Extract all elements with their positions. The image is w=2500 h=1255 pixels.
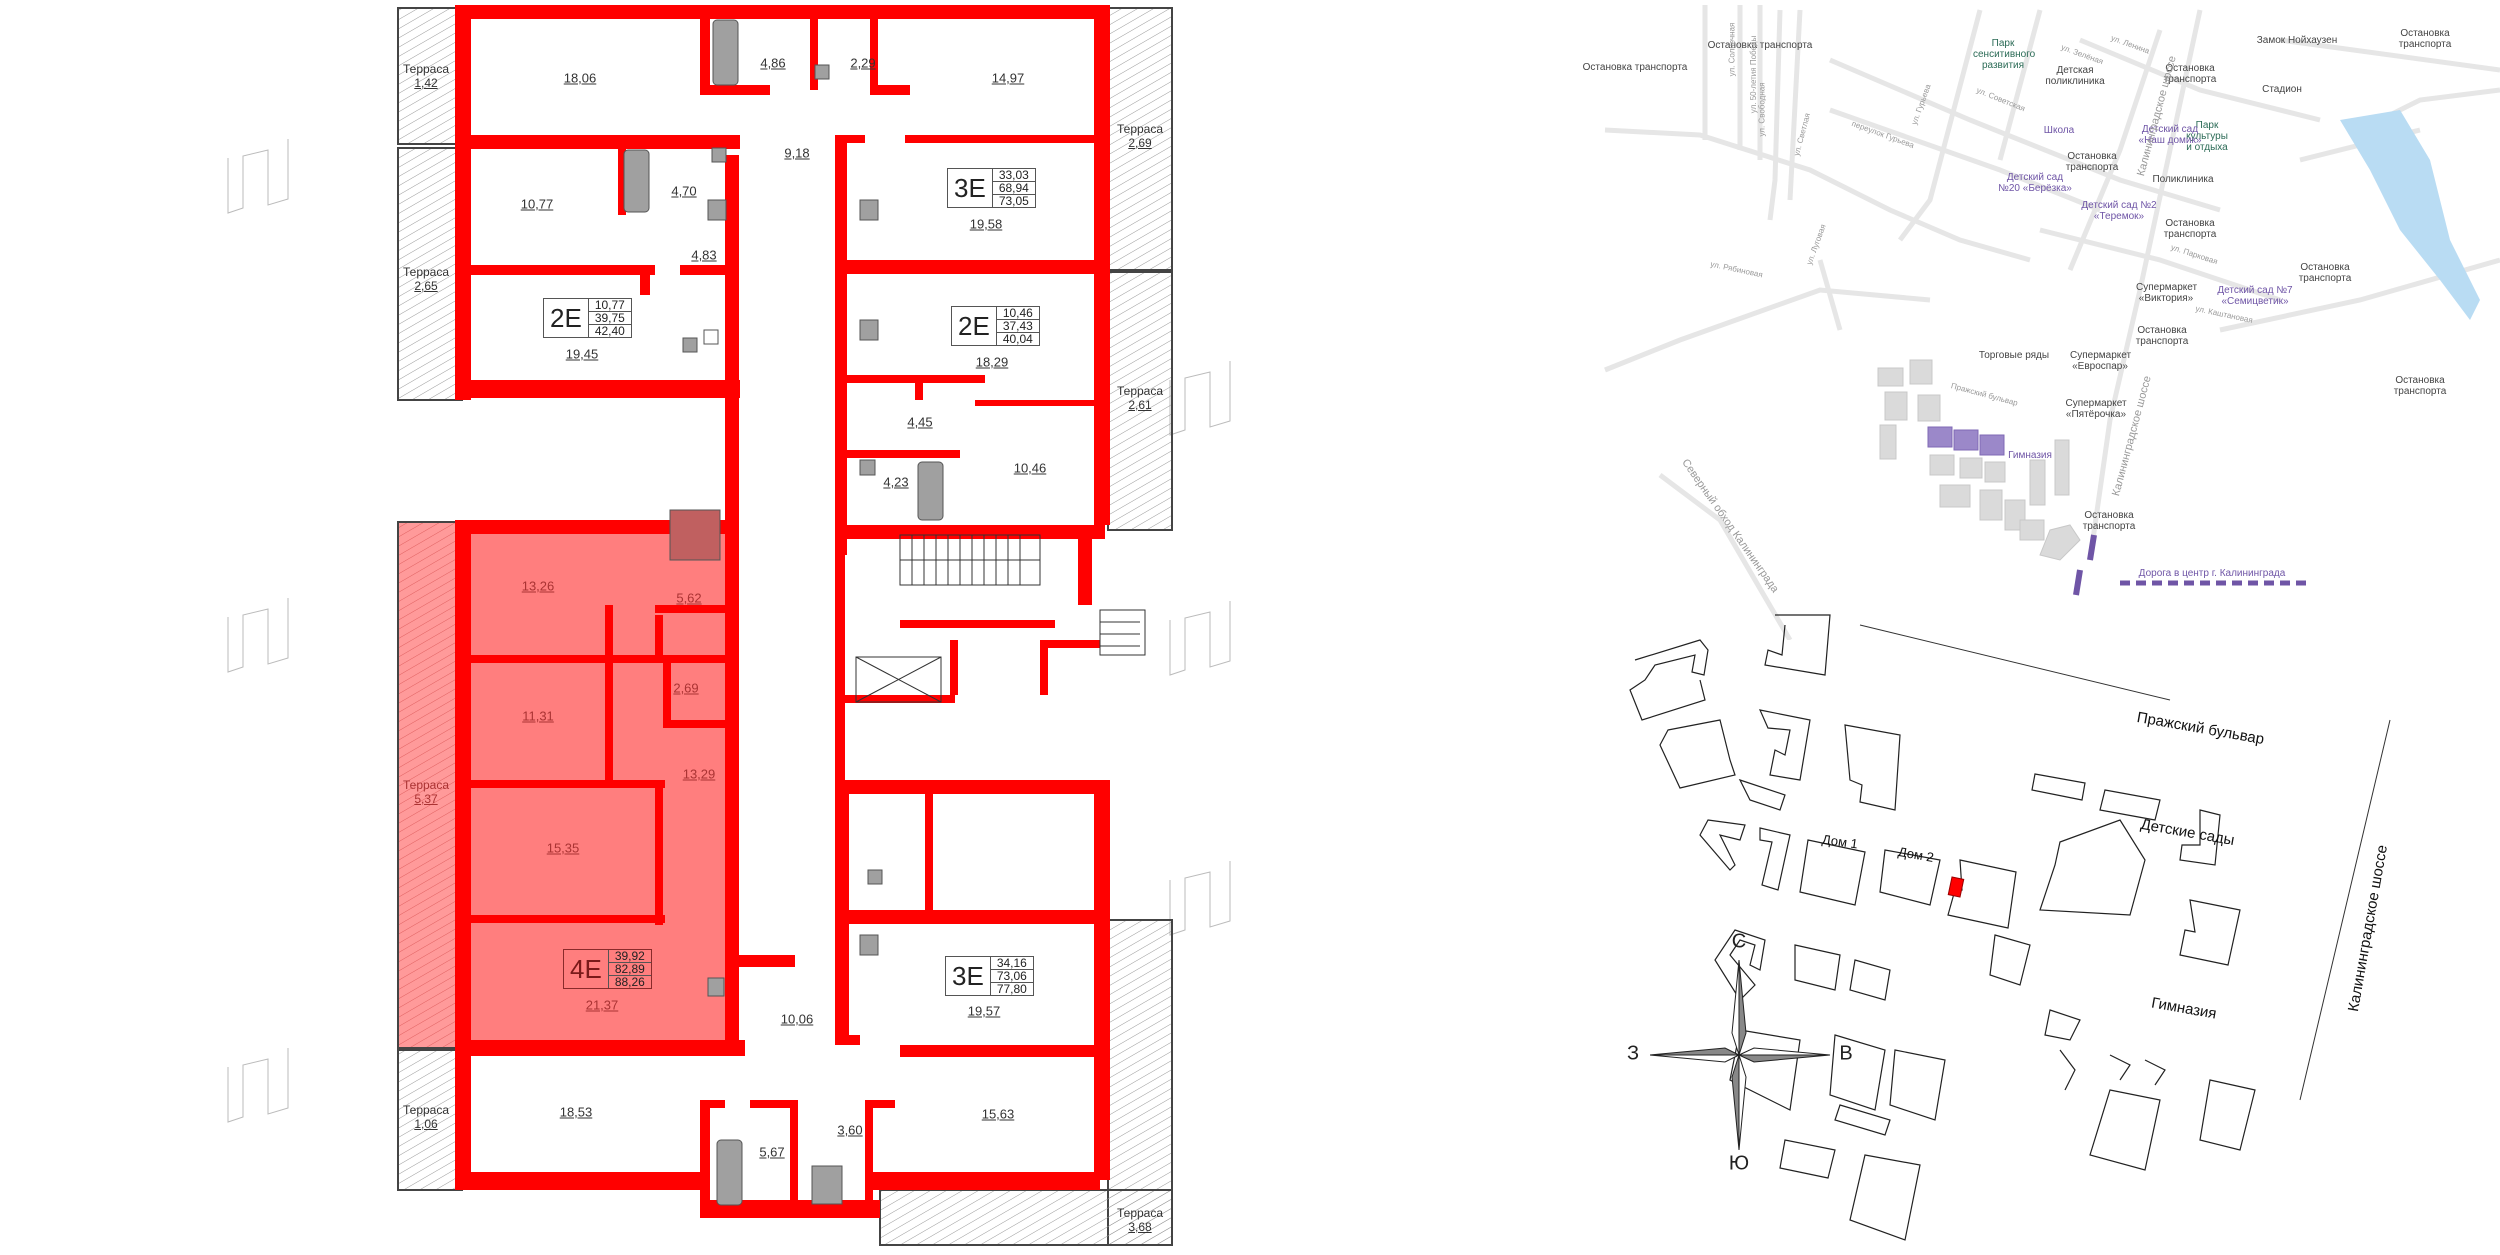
staircase	[899, 534, 1146, 656]
floor-plan-drawing	[227, 5, 1231, 1246]
map-label-bus-stop: Остановка транспорта	[2163, 63, 2217, 85]
map-label-trade-rows: Торговые ряды	[1978, 350, 2050, 361]
room-area: 14,97	[991, 70, 1025, 86]
room-area: 19,45	[565, 346, 599, 362]
floor-plan: 18,06 4,86 2,29 14,97 9,18 10,77 4,70 4,…	[227, 5, 1231, 1246]
room-area: 4,23	[883, 474, 909, 490]
map-label-bus-stop: Остановка транспорта	[2135, 325, 2189, 347]
map-label-clinic: Поликлиника	[2152, 174, 2214, 185]
compass-rose-icon	[1650, 959, 1831, 1151]
map-label-sm-victoria: Супермаркет «Виктория»	[2136, 282, 2198, 304]
room-area: 9,18	[784, 145, 810, 161]
terrace-6	[397, 1049, 463, 1191]
map-label-kg-2: Детский сад №2 «Теремок»	[2081, 200, 2157, 222]
selected-house-marker	[1947, 876, 1965, 898]
map-label-school: Школа	[2043, 125, 2075, 136]
map-streets	[1604, 5, 2500, 640]
street-label: ул. Солнечная	[1727, 22, 1737, 77]
map-label-kg-20: Детский сад №20 «Берёзка»	[1998, 172, 2072, 194]
room-area: 5,62	[676, 590, 702, 606]
map-label-sm-eurospar: Супермаркет «Евроспар»	[2070, 350, 2132, 372]
room-area: 5,67	[759, 1144, 785, 1160]
compass-north-label: С	[1731, 930, 1747, 953]
map-label-bus-stop: Остановка транспорта	[1582, 62, 1688, 73]
compass-west-label: З	[1626, 1042, 1640, 1065]
room-area: 4,86	[760, 55, 786, 71]
terrace-3	[1107, 7, 1173, 271]
room-area: 18,53	[559, 1104, 593, 1120]
map-label-kg-nash-domik: Детский сад «Наш домик»	[2138, 124, 2202, 146]
room-area: 18,29	[975, 354, 1009, 370]
room-area: 11,31	[522, 708, 554, 724]
map-label-bus-stop: Остановка транспорта	[2065, 151, 2119, 173]
elevator-shaft	[855, 656, 942, 703]
neighbour-buildings	[1877, 359, 2081, 561]
room-area: 10,46	[1013, 460, 1047, 476]
terrace-1	[397, 7, 463, 145]
map-label-bus-stop: Остановка транспорта	[2393, 375, 2447, 397]
room-area: 13,26	[521, 578, 555, 594]
room-area: 2,69	[673, 680, 699, 696]
room-area: 15,63	[981, 1106, 1015, 1122]
room-area: 19,58	[969, 216, 1003, 232]
room-area: 4,45	[907, 414, 933, 430]
map-label-bus-stop: Остановка транспорта	[2082, 510, 2136, 532]
map-label-bus-stop: Остановка транспорта	[1707, 40, 1813, 51]
map-label-kids-clinic: Детская поликлиника	[2045, 65, 2105, 87]
room-area: 21,37	[585, 997, 619, 1013]
room-area: 15,35	[546, 840, 580, 856]
plumbing-fixtures	[623, 19, 944, 1206]
map-label-bus-stop: Остановка транспорта	[2398, 28, 2452, 50]
room-area: 13,29	[682, 766, 716, 782]
room-area: 3,60	[837, 1122, 863, 1138]
street-label: ул. Свободная	[1757, 82, 1767, 137]
compass-south-label: Ю	[1728, 1152, 1750, 1175]
room-area: 10,06	[780, 1011, 814, 1027]
room-area: 10,77	[520, 196, 554, 212]
compass-east-label: В	[1839, 1042, 1853, 1065]
lake	[2340, 110, 2480, 320]
room-area: 2,29	[850, 55, 876, 71]
map-label-stadium: Стадион	[2262, 84, 2302, 95]
room-area: 4,83	[691, 247, 717, 263]
site-plan	[1629, 614, 2391, 1241]
map-label-castle: Замок Нойхаузен	[2256, 35, 2338, 46]
project-buildings	[1927, 426, 2005, 456]
room-area: 19,57	[967, 1003, 1001, 1019]
map-label-sm-pyaterochka: Супермаркет «Пятёрочка»	[2065, 398, 2127, 420]
map-label-bus-stop: Остановка транспорта	[2163, 218, 2217, 240]
map-label-park-culture: Парк культуры и отдыха	[2186, 120, 2228, 153]
terrace-5-selected	[397, 521, 463, 1049]
map-label-kg-7: Детский сад №7 «Семицветик»	[2217, 285, 2293, 307]
map-label-bus-stop: Остановка транспорта	[2298, 262, 2352, 284]
map-label-road-to-center: Дорога в центр г. Калининграда	[2138, 568, 2286, 579]
room-area: 18,06	[563, 70, 597, 86]
map-label-gymnasium: Гимназия	[2008, 450, 2052, 461]
location-map: Остановка транспорта Остановка транспорт…	[1583, 0, 2500, 1250]
room-area: 4,70	[671, 183, 697, 199]
map-label-park-sensory: Парк сенситивного развития	[1973, 38, 2036, 71]
walls	[455, 5, 1110, 1218]
terrace-4	[1107, 271, 1173, 531]
